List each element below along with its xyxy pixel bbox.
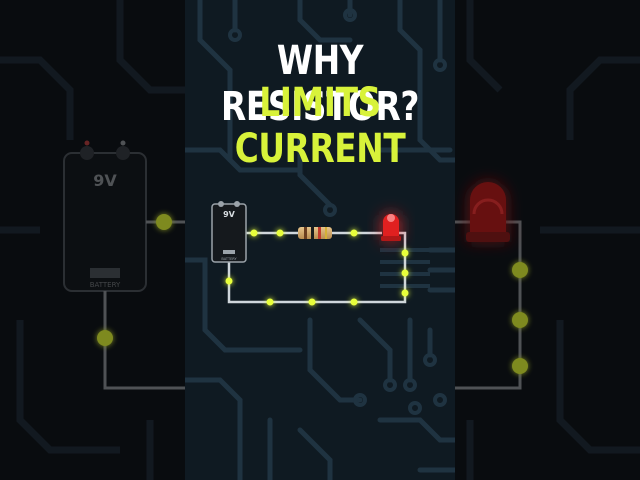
left-side-panel: 9V BATTERY	[0, 0, 185, 480]
battery-label: BATTERY	[221, 257, 237, 261]
big-battery-voltage: 9V	[93, 171, 117, 190]
led	[381, 214, 401, 241]
right-side-panel	[455, 0, 640, 480]
battery: 9V BATTERY	[211, 201, 247, 263]
pcb-traces	[182, 0, 458, 480]
current-nodes	[225, 229, 409, 306]
resistor	[298, 227, 332, 239]
headline-answer: LIMITS CURRENT	[234, 80, 406, 172]
big-battery-label: BATTERY	[90, 281, 121, 289]
battery-voltage: 9V	[223, 210, 236, 219]
pcb-vias	[228, 8, 447, 415]
headline-question: WHY RESISTOR?	[221, 38, 419, 130]
